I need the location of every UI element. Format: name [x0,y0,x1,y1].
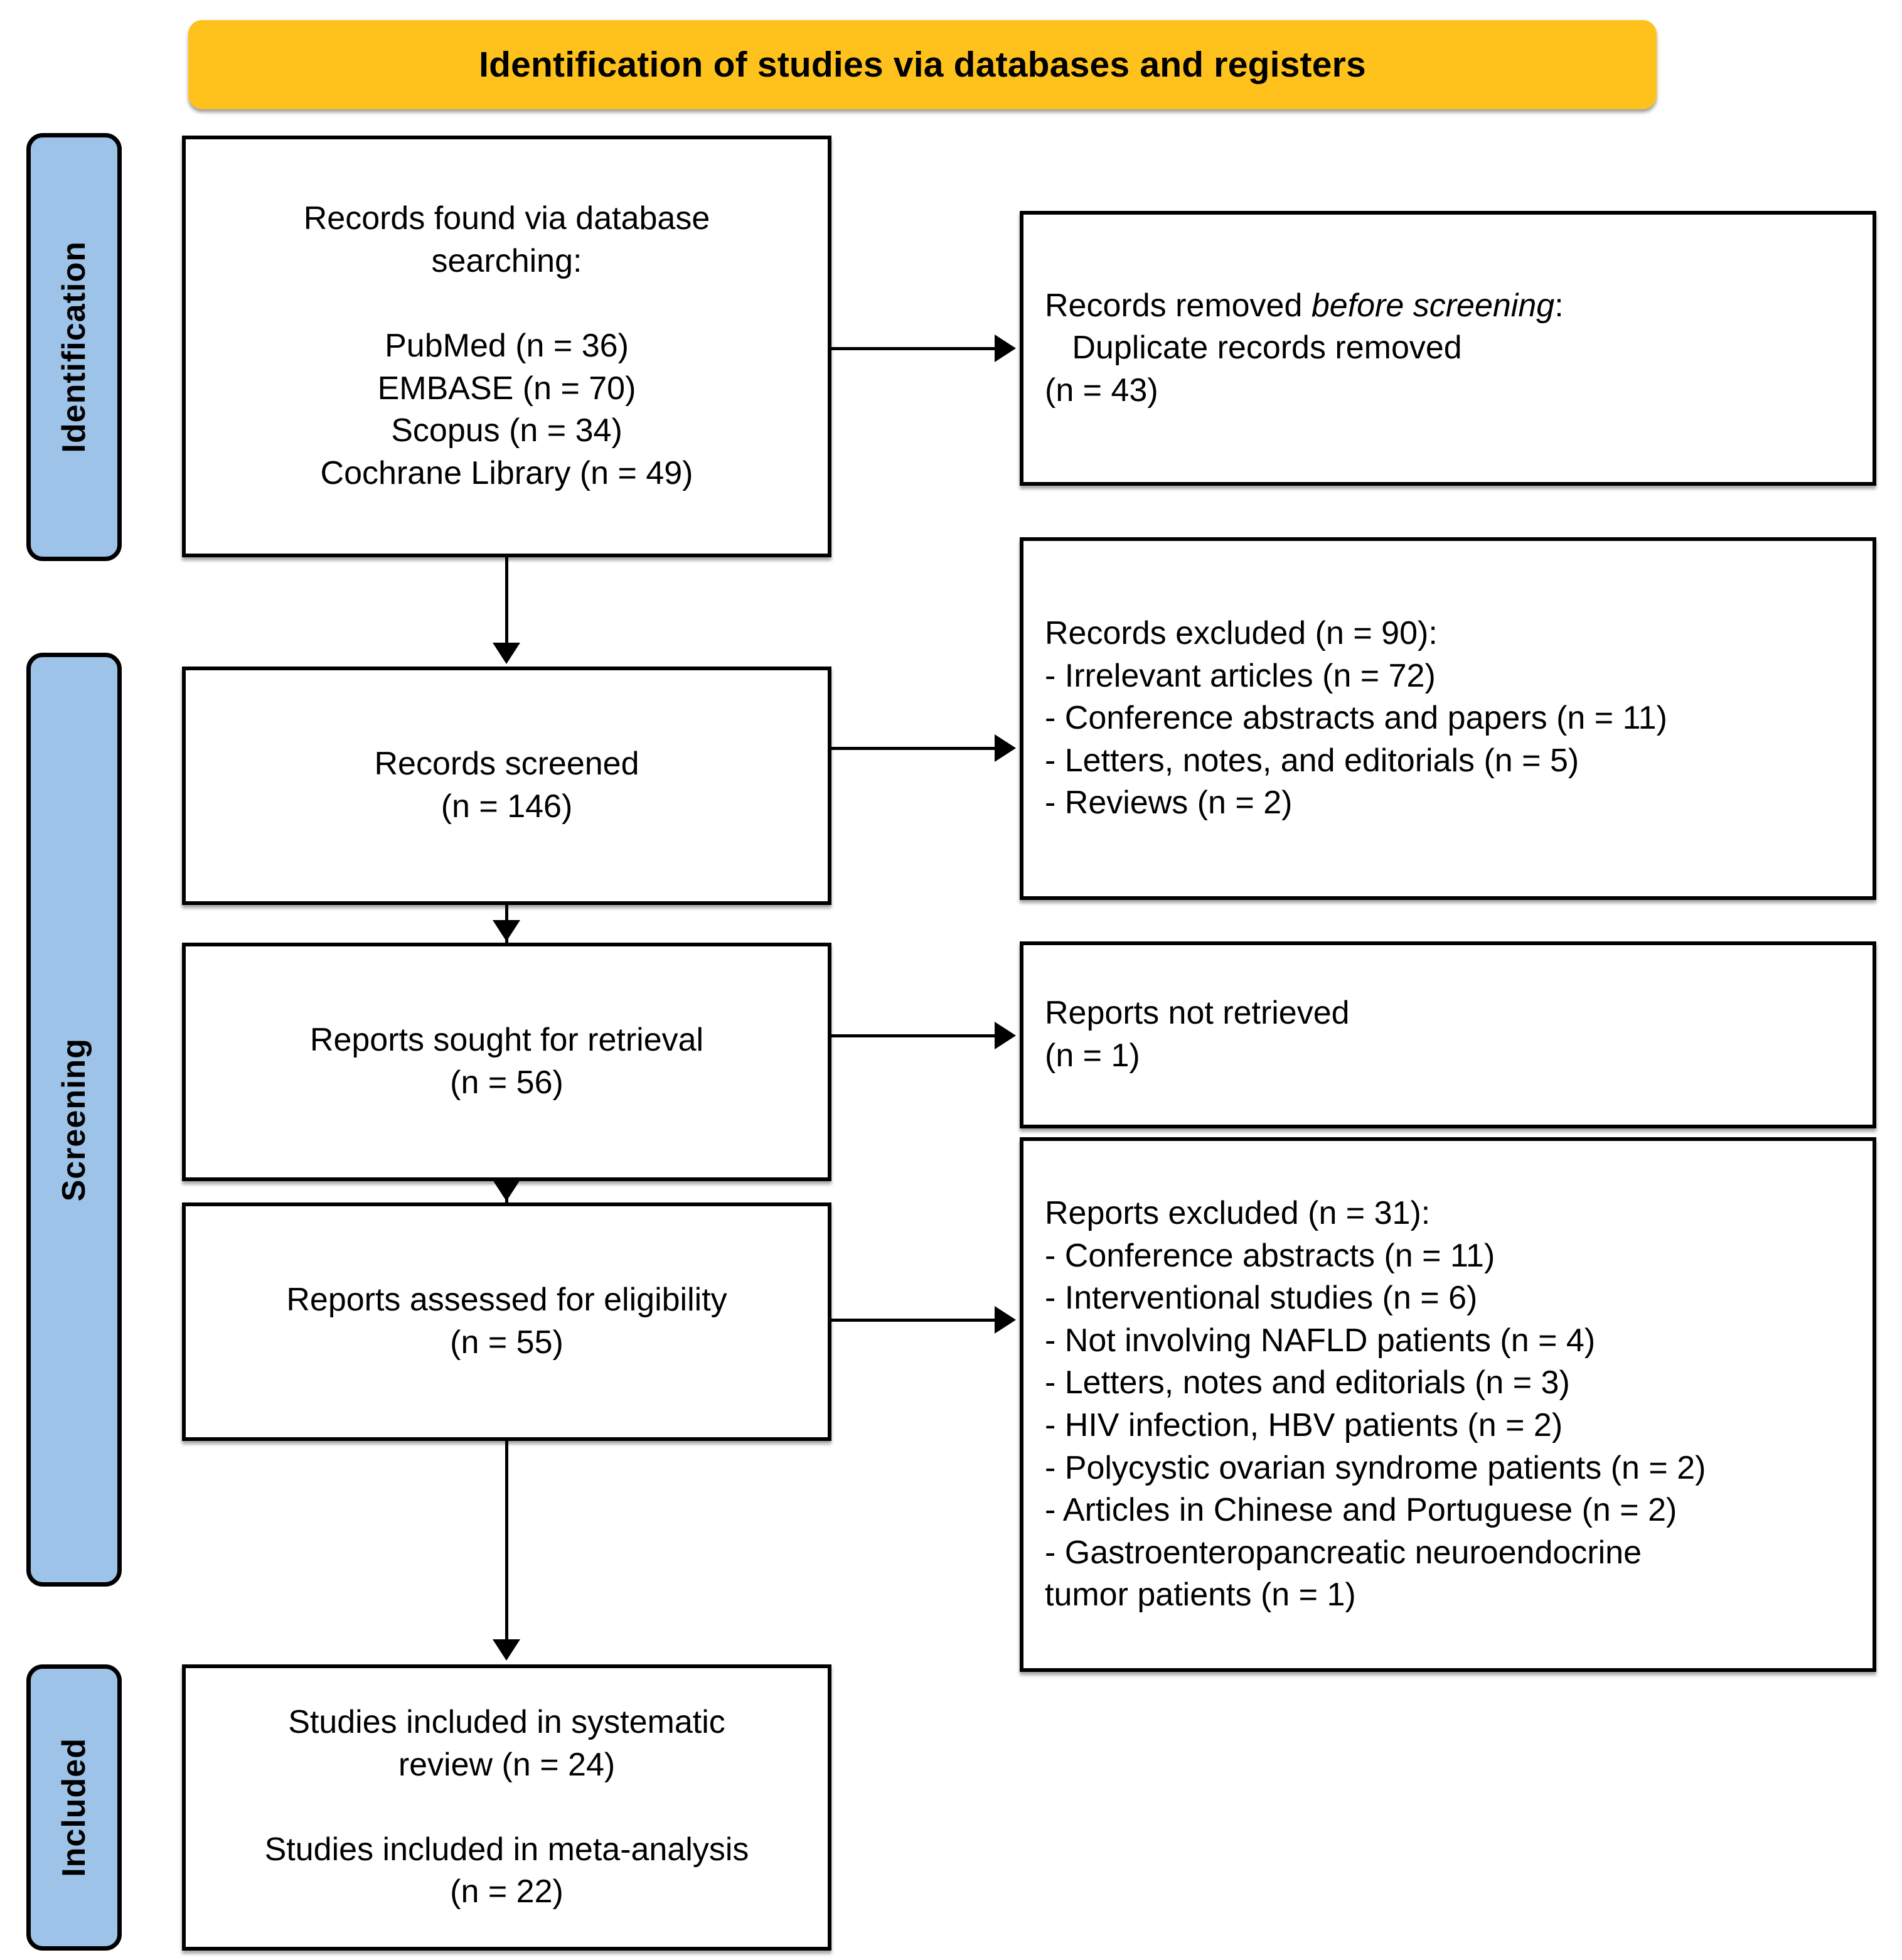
box-records-found-text: Records found via database searching: Pu… [303,200,710,491]
stage-bar-screening: Screening [26,653,122,1587]
box-reports-sought-text: Reports sought for retrieval (n = 56) [309,1022,704,1101]
box-records-screened-text: Records screened (n = 146) [374,746,639,825]
connector-assessed-to-excluded [831,1319,996,1322]
stage-bar-included: Included [26,1664,122,1951]
connector-found-to-removed [831,347,996,350]
box-reports-excluded: Reports excluded (n = 31): - Conference … [1020,1137,1876,1672]
box-studies-included: Studies included in systematic review (n… [182,1664,831,1951]
connector-sought-to-notretrieved [831,1034,996,1037]
box-reports-assessed-text: Reports assessed for eligibility (n = 55… [286,1282,727,1361]
stage-label-screening: Screening [56,1037,92,1202]
box-records-excluded: Records excluded (n = 90): - Irrelevant … [1020,537,1876,900]
header-banner: Identification of studies via databases … [188,20,1657,109]
box-records-found: Records found via database searching: Pu… [182,136,831,557]
box-records-removed-text: Records removed before screening: Duplic… [1023,285,1873,412]
box-reports-not-retrieved-text: Reports not retrieved (n = 1) [1045,995,1350,1074]
box-records-excluded-text: Records excluded (n = 90): - Irrelevant … [1045,615,1667,822]
arrowhead-found-to-screened [493,643,520,664]
box-records-removed-rest: Duplicate records removed (n = 43) [1045,329,1462,409]
arrowhead-screened-to-excluded [995,734,1016,762]
box-records-removed-line1-prefix: Records removed [1045,287,1312,324]
arrowhead-assessed-to-included [493,1639,520,1661]
arrowhead-assessed-to-excluded [995,1306,1016,1334]
box-reports-excluded-text: Reports excluded (n = 31): - Conference … [1045,1195,1706,1614]
box-reports-not-retrieved: Reports not retrieved (n = 1) [1020,941,1876,1128]
box-reports-sought-for-retrieval: Reports sought for retrieval (n = 56) [182,943,831,1181]
arrowhead-sought-to-assessed [493,1180,520,1201]
arrowhead-screened-to-sought [493,920,520,941]
box-records-screened: Records screened (n = 146) [182,667,831,905]
box-records-removed-before-screening: Records removed before screening: Duplic… [1020,211,1876,486]
connector-assessed-to-included [505,1441,508,1642]
connector-screened-to-excluded [831,747,996,750]
header-title: Identification of studies via databases … [479,44,1366,85]
stage-bar-identification: Identification [26,133,122,561]
box-records-removed-line1-italic: before screening [1311,287,1555,324]
stage-label-included: Included [56,1738,92,1877]
stage-label-identification: Identification [56,241,92,453]
arrowhead-sought-to-notretrieved [995,1022,1016,1049]
box-reports-assessed-for-eligibility: Reports assessed for eligibility (n = 55… [182,1202,831,1441]
box-studies-included-text: Studies included in systematic review (n… [264,1704,749,1910]
connector-found-to-screened [505,557,508,644]
arrowhead-found-to-removed [995,335,1016,362]
box-records-removed-line1-suffix: : [1554,287,1564,324]
